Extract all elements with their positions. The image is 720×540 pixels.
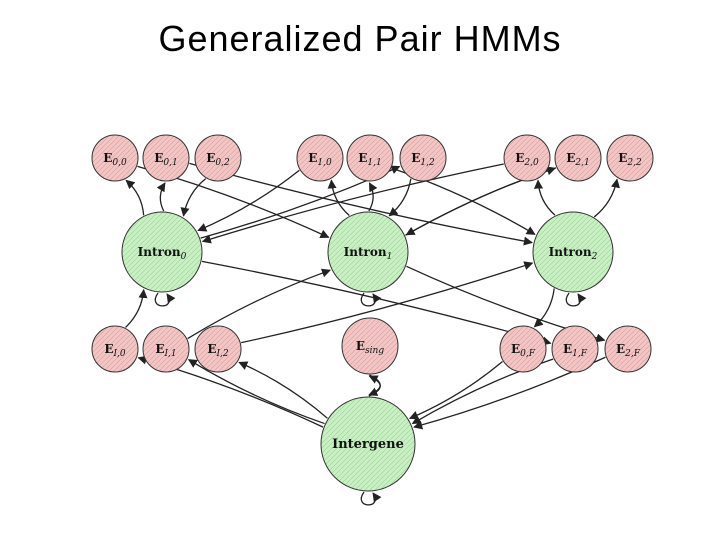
node-e00-circle bbox=[91, 134, 139, 182]
node-e01-circle bbox=[142, 134, 190, 182]
node-e1f-label: E1,F bbox=[563, 342, 588, 359]
node-e02-circle bbox=[194, 134, 242, 182]
node-e10-label: E1,0 bbox=[308, 151, 332, 168]
edge-ei2-to-intron2 bbox=[241, 261, 534, 344]
node-e12: E1,2 bbox=[399, 134, 447, 182]
node-e01-label: E0,1 bbox=[154, 151, 177, 168]
node-e12-circle bbox=[399, 134, 447, 182]
self-loop-intron1 bbox=[360, 292, 382, 307]
node-intron2-circle bbox=[532, 211, 614, 293]
node-esing-label: Esing bbox=[356, 339, 384, 356]
node-e22: E2,2 bbox=[606, 134, 654, 182]
edge-e0f-to-intergene bbox=[408, 361, 503, 420]
node-intron1-circle bbox=[327, 211, 409, 293]
node-e21-label: E2,1 bbox=[566, 151, 589, 168]
self-loop-intron0 bbox=[154, 292, 176, 307]
node-e20-label: E2,0 bbox=[515, 151, 539, 168]
edge-intron1-to-e10 bbox=[327, 179, 350, 216]
node-e2f-label: E2,F bbox=[616, 342, 641, 359]
node-e01: E0,1 bbox=[142, 134, 190, 182]
node-intron0-circle bbox=[121, 211, 203, 293]
node-esing: Esing bbox=[341, 317, 399, 375]
node-intron0: Intron0 bbox=[121, 211, 203, 293]
node-e21: E2,1 bbox=[554, 134, 602, 182]
node-e10-circle bbox=[296, 134, 344, 182]
node-intergene: Intergene bbox=[320, 396, 416, 492]
node-intron2-label: Intron2 bbox=[549, 245, 598, 262]
edge-e12-to-intron1 bbox=[388, 178, 412, 217]
node-e22-circle bbox=[606, 134, 654, 182]
nodes-layer: E0,0 E0,1 E0,2 E1,0 E1,1 E1,2 E2,0 E2,1 E2,2Intr… bbox=[91, 134, 654, 492]
edge-intergene-to-ei2 bbox=[238, 361, 328, 419]
self-loop-intergene bbox=[360, 491, 382, 506]
node-esing-circle bbox=[341, 317, 399, 375]
edge-e02-to-intron0 bbox=[180, 178, 207, 217]
edge-ei1-to-intron1 bbox=[187, 268, 331, 340]
node-ei2-label: EI,2 bbox=[207, 342, 229, 359]
node-e12-label: E1,2 bbox=[411, 151, 435, 168]
node-e0f: E0,F bbox=[499, 325, 547, 373]
node-e11-label: E1,1 bbox=[358, 151, 381, 168]
node-e02-label: E0,2 bbox=[206, 151, 230, 168]
node-e22-label: E2,2 bbox=[618, 151, 642, 168]
node-intron0-label: Intron0 bbox=[138, 245, 187, 262]
node-e02: E0,2 bbox=[194, 134, 242, 182]
node-intergene-circle bbox=[320, 396, 416, 492]
node-e1f-circle bbox=[551, 325, 599, 373]
node-ei1-circle bbox=[142, 325, 190, 373]
node-intron1-label: Intron1 bbox=[344, 245, 393, 262]
node-ei0: EI,0 bbox=[91, 325, 139, 373]
edge-intron2-to-e0f bbox=[533, 288, 555, 328]
node-e2f-circle bbox=[604, 325, 652, 373]
edge-intergene-to-esing bbox=[368, 375, 381, 397]
node-e10: E1,0 bbox=[296, 134, 344, 182]
node-e0f-circle bbox=[499, 325, 547, 373]
node-e11: E1,1 bbox=[346, 134, 394, 182]
node-ei2: EI,2 bbox=[194, 325, 242, 373]
node-ei2-circle bbox=[194, 325, 242, 373]
edge-esing-to-intergene bbox=[368, 374, 381, 396]
node-e1f: E1,F bbox=[551, 325, 599, 373]
edge-ei0-to-intron0 bbox=[125, 288, 148, 328]
slide-title: Generalized Pair HMMs bbox=[158, 18, 562, 59]
edge-intron2-to-e20 bbox=[533, 179, 556, 216]
edge-intron1-to-e11 bbox=[368, 182, 378, 212]
node-e11-circle bbox=[346, 134, 394, 182]
node-ei1-label: EI,1 bbox=[155, 342, 176, 359]
self-loop-intron2 bbox=[565, 292, 587, 307]
node-e21-circle bbox=[554, 134, 602, 182]
edge-e01-to-intron2 bbox=[189, 162, 533, 246]
node-intron1: Intron1 bbox=[327, 211, 409, 293]
node-e0f-label: E0,F bbox=[511, 342, 536, 359]
node-ei1: EI,1 bbox=[142, 325, 190, 373]
edge-e20-to-intron0 bbox=[201, 163, 504, 244]
node-e20: E2,0 bbox=[503, 134, 551, 182]
edge-intron2-to-e22 bbox=[593, 178, 620, 218]
node-e20-circle bbox=[503, 134, 551, 182]
node-e00: E0,0 bbox=[91, 134, 139, 182]
node-intron2: Intron2 bbox=[532, 211, 614, 293]
node-intergene-label: Intergene bbox=[332, 437, 404, 452]
node-e00-label: E0,0 bbox=[103, 151, 127, 168]
node-ei0-circle bbox=[91, 325, 139, 373]
node-ei0-label: EI,0 bbox=[104, 342, 126, 359]
edge-intron0-to-e01 bbox=[156, 182, 166, 212]
edge-intron0-to-e00 bbox=[125, 179, 145, 216]
edge-intergene-to-ei1 bbox=[187, 359, 325, 425]
node-e2f: E2,F bbox=[604, 325, 652, 373]
